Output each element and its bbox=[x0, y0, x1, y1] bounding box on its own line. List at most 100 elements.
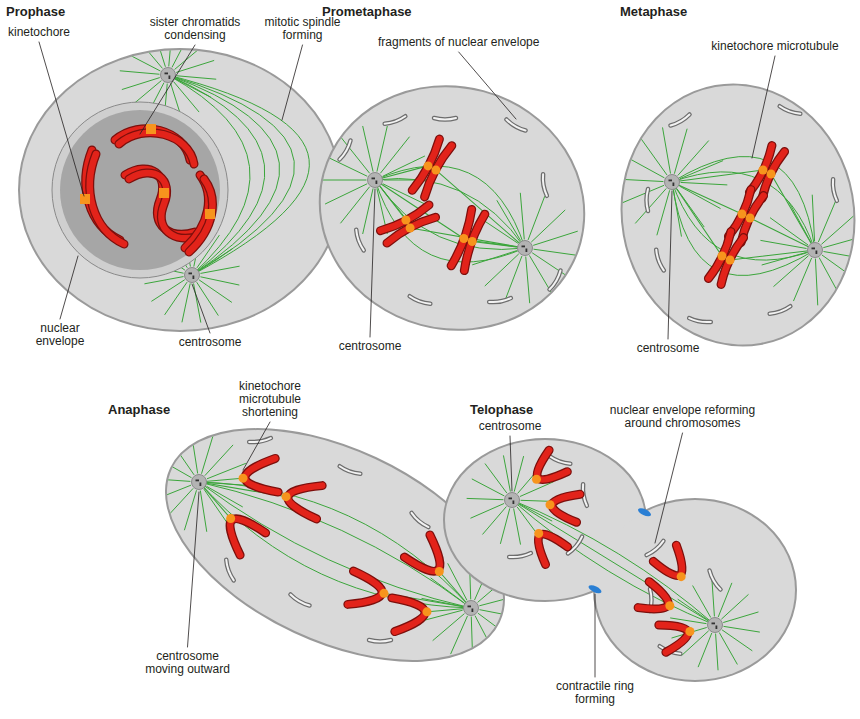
centrosome bbox=[185, 268, 200, 283]
envelope-fragment bbox=[543, 174, 547, 196]
envelope-fragment bbox=[410, 296, 431, 304]
envelope-fragment bbox=[656, 250, 664, 271]
envelope-fragment bbox=[833, 179, 837, 201]
aster-microtubule bbox=[381, 137, 410, 173]
part-label: nuclear envelope reforming around chromo… bbox=[595, 404, 770, 430]
kinetochore bbox=[746, 213, 755, 222]
leader-line bbox=[243, 422, 270, 470]
aster-microtubule bbox=[122, 78, 159, 90]
cytoplasm bbox=[293, 58, 610, 358]
centrosome bbox=[518, 241, 533, 256]
chromatid bbox=[638, 582, 668, 609]
envelope-fragment bbox=[710, 570, 721, 589]
cell-interior bbox=[467, 450, 759, 670]
cell-membrane bbox=[595, 500, 795, 680]
chromatid bbox=[638, 582, 668, 609]
chromatid bbox=[348, 571, 382, 604]
chromatid bbox=[425, 146, 452, 197]
envelope-fragment bbox=[656, 250, 664, 271]
envelope-fragment bbox=[647, 189, 649, 211]
kinetochore bbox=[737, 210, 746, 219]
envelope-fragment bbox=[770, 306, 791, 314]
chromatid bbox=[537, 450, 567, 480]
contractile-ring bbox=[587, 507, 652, 595]
aster-microtubule bbox=[171, 441, 194, 475]
centriole bbox=[513, 501, 515, 505]
aster-microtubule bbox=[472, 479, 504, 496]
spindle-microtubule bbox=[375, 179, 525, 248]
aster-microtubule bbox=[201, 277, 239, 285]
centrosome bbox=[708, 618, 723, 633]
chromatid bbox=[659, 625, 688, 652]
aster-microtubule bbox=[433, 614, 464, 641]
aster-microtubule bbox=[822, 255, 859, 282]
centrosome bbox=[808, 243, 823, 258]
kinetochore bbox=[401, 216, 410, 225]
envelope-fragment bbox=[833, 179, 837, 201]
phase-title: Metaphase bbox=[620, 4, 687, 19]
envelope-fragment bbox=[670, 115, 689, 126]
kinetochore bbox=[422, 607, 431, 616]
envelope-fragment bbox=[550, 270, 561, 289]
aster-microtubule bbox=[824, 252, 860, 260]
chromatid bbox=[348, 571, 382, 604]
part-label: nuclear envelope bbox=[30, 322, 90, 348]
aster-microtubule bbox=[722, 630, 752, 651]
leader-line bbox=[752, 56, 775, 158]
aster-microtubule bbox=[520, 193, 524, 239]
kinetochore bbox=[406, 223, 415, 232]
leader-line bbox=[188, 492, 200, 647]
envelope-fragment bbox=[226, 560, 234, 581]
chromatid bbox=[538, 534, 567, 564]
aster-microtubule bbox=[197, 283, 218, 316]
cytoplasm bbox=[602, 67, 860, 363]
envelope-fragment bbox=[550, 456, 571, 464]
envelope-fragment bbox=[509, 553, 531, 557]
aster-microtubule bbox=[467, 498, 503, 499]
kinetochore bbox=[435, 567, 444, 576]
aster-microtubule bbox=[500, 509, 509, 544]
spindle-microtubule bbox=[199, 482, 471, 608]
centrosome bbox=[192, 475, 207, 490]
envelope-fragment bbox=[290, 595, 309, 606]
aster-microtubule bbox=[724, 626, 760, 632]
kinetochore bbox=[532, 475, 541, 484]
aster-microtubule bbox=[624, 156, 664, 178]
envelope-fragment bbox=[290, 595, 309, 606]
kinetochore-microtubule bbox=[436, 170, 525, 248]
leader-line bbox=[140, 45, 195, 134]
aster-microtubule bbox=[325, 156, 366, 176]
part-label: centrosome bbox=[170, 336, 250, 349]
kinetochore bbox=[468, 237, 477, 246]
envelope-fragment bbox=[385, 116, 406, 124]
centriole bbox=[712, 623, 716, 625]
aster-microtubule bbox=[480, 610, 520, 618]
aster-microtubule bbox=[125, 53, 160, 71]
aster-microtubule bbox=[719, 633, 737, 664]
aster-microtubule bbox=[794, 258, 812, 300]
envelope-fragment bbox=[340, 466, 361, 474]
leader-line bbox=[510, 436, 512, 491]
nucleus bbox=[52, 102, 228, 278]
kinetochore bbox=[767, 169, 776, 178]
part-label: mitotic spindle forming bbox=[255, 16, 350, 42]
envelope-fragment bbox=[434, 118, 456, 120]
aster-microtubule bbox=[341, 187, 370, 223]
aster-microtubule bbox=[471, 504, 504, 518]
chromatid bbox=[119, 133, 194, 164]
kinetochore-microtubule bbox=[672, 182, 722, 256]
envelope-fragment bbox=[412, 513, 429, 527]
aster-microtubule bbox=[120, 71, 159, 74]
aster-microtubule bbox=[532, 253, 570, 279]
envelope-fragment bbox=[780, 106, 801, 114]
chromatid bbox=[425, 146, 452, 197]
chromatid bbox=[387, 217, 436, 243]
kinetochore bbox=[146, 124, 156, 134]
cell-membrane bbox=[20, 50, 340, 330]
envelope-fragment bbox=[509, 553, 531, 557]
leader-line bbox=[60, 256, 78, 319]
aster-microtubule bbox=[377, 126, 387, 171]
kinetochore-microtubule bbox=[750, 218, 815, 250]
part-label: kinetochore microtubule shortening bbox=[225, 380, 315, 419]
aster-microtubule bbox=[761, 240, 806, 248]
